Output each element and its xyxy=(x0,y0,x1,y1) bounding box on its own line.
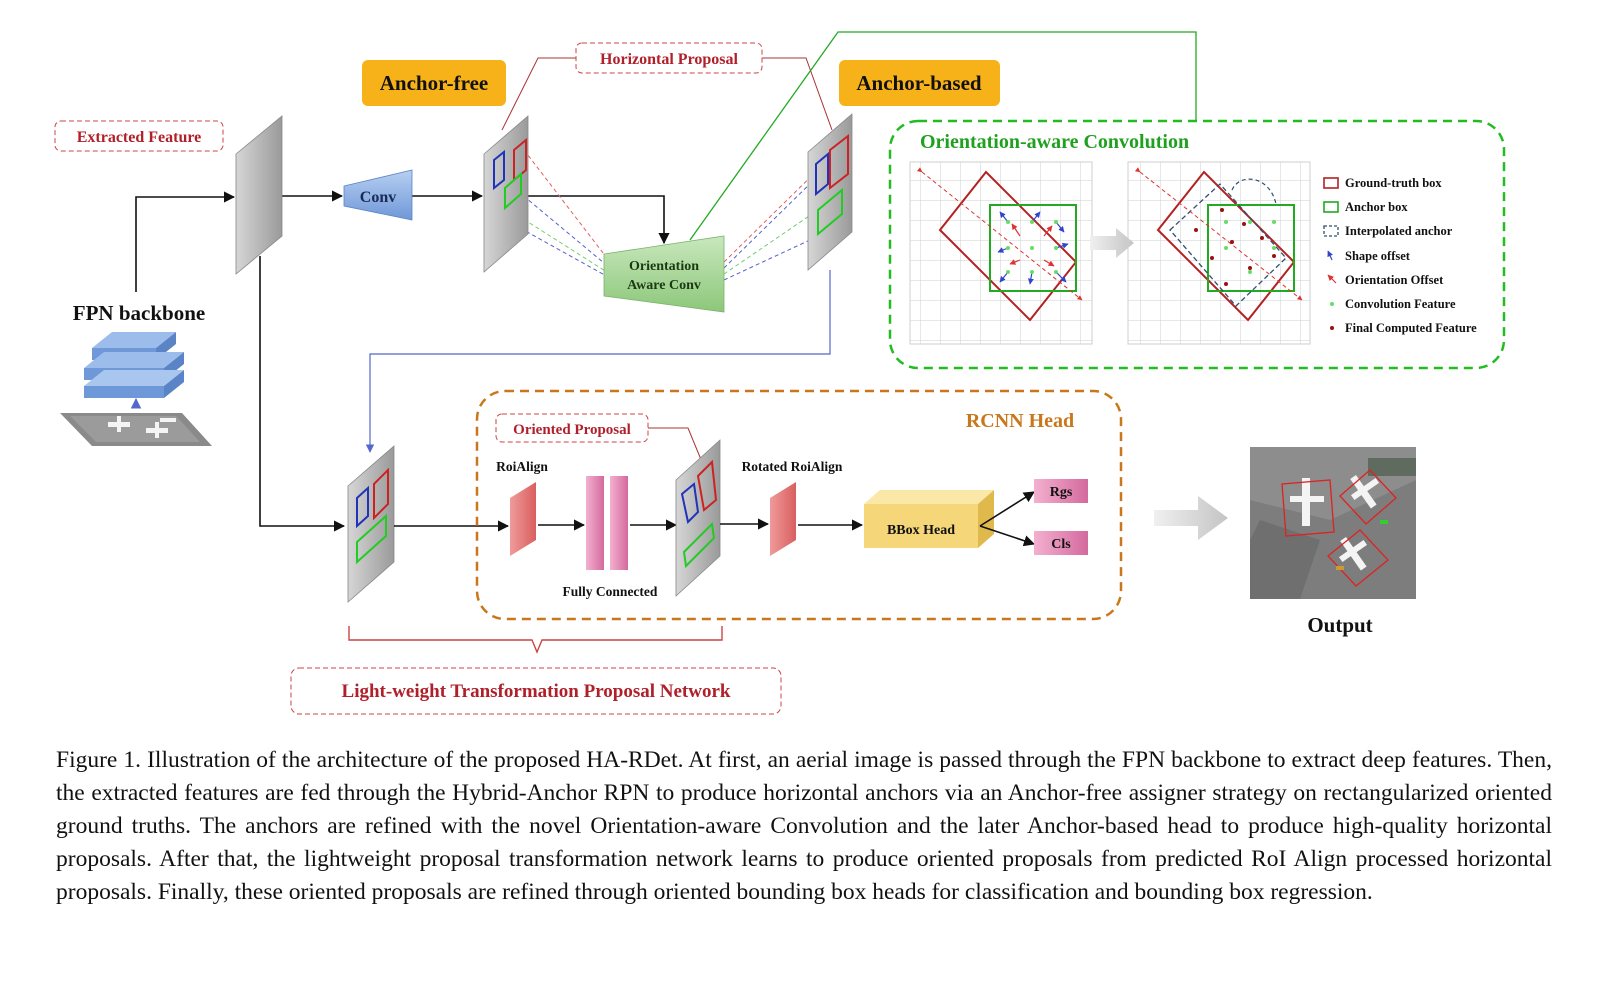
to-output-arrow xyxy=(1154,496,1228,540)
svg-text:Rgs: Rgs xyxy=(1050,485,1073,500)
svg-text:Extracted Feature: Extracted Feature xyxy=(77,129,202,146)
bbox-head-block: BBox Head xyxy=(864,490,994,548)
anchor-free-feature-map xyxy=(483,115,529,273)
rotated-roialign-block xyxy=(770,482,796,556)
svg-text:Orientation: Orientation xyxy=(629,259,699,274)
ltpn-feature-map xyxy=(347,445,395,603)
svg-text:Output: Output xyxy=(1307,613,1372,637)
rgs-output: Rgs xyxy=(1034,479,1088,503)
roialign-block xyxy=(510,482,536,556)
svg-text:Conv: Conv xyxy=(360,189,396,206)
conv-block: Conv xyxy=(343,169,413,221)
architecture-diagram: Extracted Feature FPN backbone Conv Anch… xyxy=(54,31,1506,715)
legend: Ground-truth box Anchor box Interpolated… xyxy=(1323,176,1477,335)
svg-text:Ground-truth box: Ground-truth box xyxy=(1345,176,1442,190)
ltpn-brace xyxy=(348,626,723,654)
anchor-based-badge: Anchor-based xyxy=(839,60,1000,106)
svg-text:Shape offset: Shape offset xyxy=(1345,249,1411,263)
roialign-label: RoiAlign xyxy=(496,459,548,474)
svg-text:Anchor box: Anchor box xyxy=(1345,200,1408,214)
anchor-based-feature-map xyxy=(807,113,853,271)
svg-text:Horizontal Proposal: Horizontal Proposal xyxy=(600,51,738,68)
svg-text:Orientation-aware Convolution: Orientation-aware Convolution xyxy=(920,131,1189,153)
svg-text:Interpolated anchor: Interpolated anchor xyxy=(1345,224,1453,238)
figure-caption: Figure 1. Illustration of the architectu… xyxy=(56,747,1552,905)
fully-connected-block: Fully Connected xyxy=(563,476,658,599)
oriented-proposal-feature-map xyxy=(675,439,721,597)
orientation-aware-convolution-panel: Orientation-aware Convolution xyxy=(888,119,1506,370)
cls-output: Cls xyxy=(1034,531,1088,555)
svg-text:Oriented Proposal: Oriented Proposal xyxy=(513,422,631,438)
svg-text:Aware Conv: Aware Conv xyxy=(627,278,701,293)
svg-text:Final Computed Feature: Final Computed Feature xyxy=(1345,321,1477,335)
left-offset-grid xyxy=(909,161,1093,345)
horizontal-proposal-label: Horizontal Proposal xyxy=(575,42,763,74)
anchor-free-badge: Anchor-free xyxy=(362,60,506,106)
output-image: Output xyxy=(1250,447,1416,637)
svg-text:Light-weight Transformation Pr: Light-weight Transformation Proposal Net… xyxy=(342,681,731,702)
svg-text:Anchor-based: Anchor-based xyxy=(856,71,982,95)
orientation-aware-conv-block: Orientation Aware Conv xyxy=(603,235,725,313)
rcnn-head-panel: RCNN Head xyxy=(475,389,1123,621)
fpn-backbone: FPN backbone xyxy=(60,301,212,446)
svg-text:Orientation Offset: Orientation Offset xyxy=(1345,273,1444,287)
extracted-feature-label: Extracted Feature xyxy=(54,120,224,152)
ltpn-label: Light-weight Transformation Proposal Net… xyxy=(290,667,782,715)
svg-text:Anchor-free: Anchor-free xyxy=(380,71,488,95)
svg-text:Cls: Cls xyxy=(1051,537,1071,552)
svg-text:Convolution Feature: Convolution Feature xyxy=(1345,297,1456,311)
flow-lines-top xyxy=(135,31,1197,532)
oriented-proposal-label: Oriented Proposal xyxy=(495,413,703,463)
right-offset-grid xyxy=(1127,161,1311,345)
extracted-feature-map xyxy=(235,115,283,275)
svg-text:RCNN Head: RCNN Head xyxy=(966,410,1074,432)
svg-text:FPN backbone: FPN backbone xyxy=(73,301,205,325)
svg-text:Fully Connected: Fully Connected xyxy=(563,584,658,599)
rotated-roialign-label: Rotated RoiAlign xyxy=(742,459,843,474)
svg-text:BBox Head: BBox Head xyxy=(887,523,955,538)
